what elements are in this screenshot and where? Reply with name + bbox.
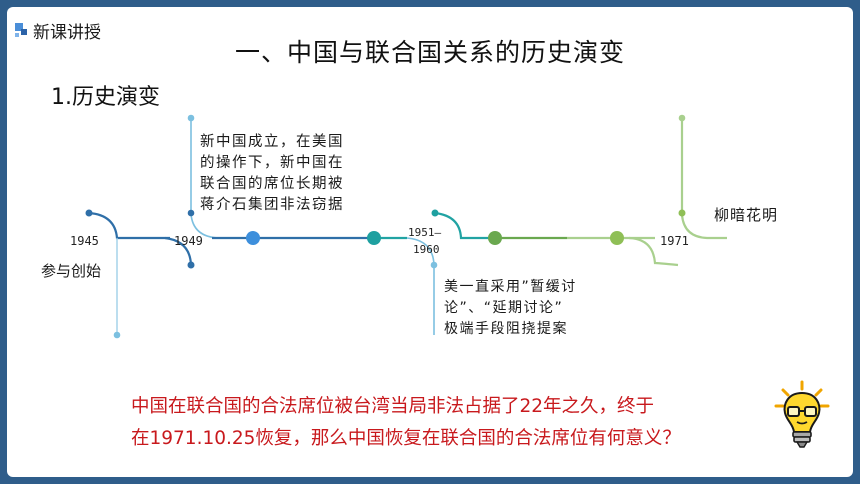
year-1971: 1971	[660, 234, 689, 248]
section-tag-label: 新课讲授	[33, 22, 101, 43]
section-tag-icon	[15, 23, 27, 37]
year-1960: 1960	[413, 243, 440, 256]
note-1951-line: 极端手段阻挠提案	[444, 321, 568, 337]
question-line: 在1971.10.25恢复，那么中国恢复在联合国的合法席位有何意义？	[131, 428, 681, 449]
timeline-diagram	[85, 114, 727, 339]
bracket-1945-dot	[85, 209, 93, 217]
section-tag: 新课讲授	[15, 19, 101, 43]
lightbulb-icon	[774, 380, 830, 448]
note-1951-line: 论”、“延期讨论”	[444, 300, 564, 316]
note-1951: 美一直采用”暂缓讨 论”、“延期讨论” 极端手段阻挠提案	[444, 277, 577, 340]
note-1949: 新中国成立，在美国 的操作下，新中国在 联合国的席位长期被 蒋介石集团非法窃据	[200, 132, 344, 216]
year-1951: 1951—	[408, 226, 442, 239]
bracket-1951-bottom-dot	[430, 261, 438, 269]
connector-1945-dot	[113, 331, 121, 339]
bracket-1951-top	[434, 211, 495, 240]
note-1951-line: 美一直采用”暂缓讨	[444, 279, 577, 295]
note-1949-line: 蒋介石集团非法窃据	[200, 197, 344, 213]
bracket-1949	[164, 236, 193, 266]
milestone-dot-lime	[610, 231, 624, 245]
question-line: 中国在联合国的合法席位被台湾当局非法占据了22年之久，终于	[131, 396, 655, 417]
year-1945: 1945	[70, 234, 99, 248]
question-text: 中国在联合国的合法席位被台湾当局非法占据了22年之久，终于 在1971.10.2…	[131, 391, 771, 455]
label-turnaround: 柳暗花明	[714, 206, 779, 224]
year-1949: 1949	[174, 234, 203, 248]
note-1949-line: 联合国的席位长期被	[200, 176, 344, 192]
slide: 新课讲授 一、中国与联合国关系的历史演变 1.历史演变	[7, 7, 853, 477]
label-founding: 参与创始	[41, 262, 102, 280]
bracket-1945	[88, 211, 170, 240]
subtitle: 1.历史演变	[51, 85, 160, 110]
bracket-1951-top-dot	[431, 209, 439, 217]
bracket-1971-top-dot	[678, 114, 686, 122]
bracket-1971-mid-dot	[678, 209, 686, 217]
note-1949-line: 的操作下，新中国在	[200, 155, 344, 171]
connector-1949-top-dot	[187, 114, 195, 122]
bracket-1971-bottom	[628, 236, 679, 267]
bracket-1949-dot	[187, 261, 195, 269]
milestone-dot-green	[488, 231, 502, 245]
connector-1949-mid-dot	[187, 209, 195, 217]
note-1949-line: 新中国成立，在美国	[200, 134, 344, 150]
page-title: 一、中国与联合国关系的历史演变	[234, 38, 625, 67]
milestone-dot-blue	[246, 231, 260, 245]
milestone-dot-teal	[367, 231, 381, 245]
